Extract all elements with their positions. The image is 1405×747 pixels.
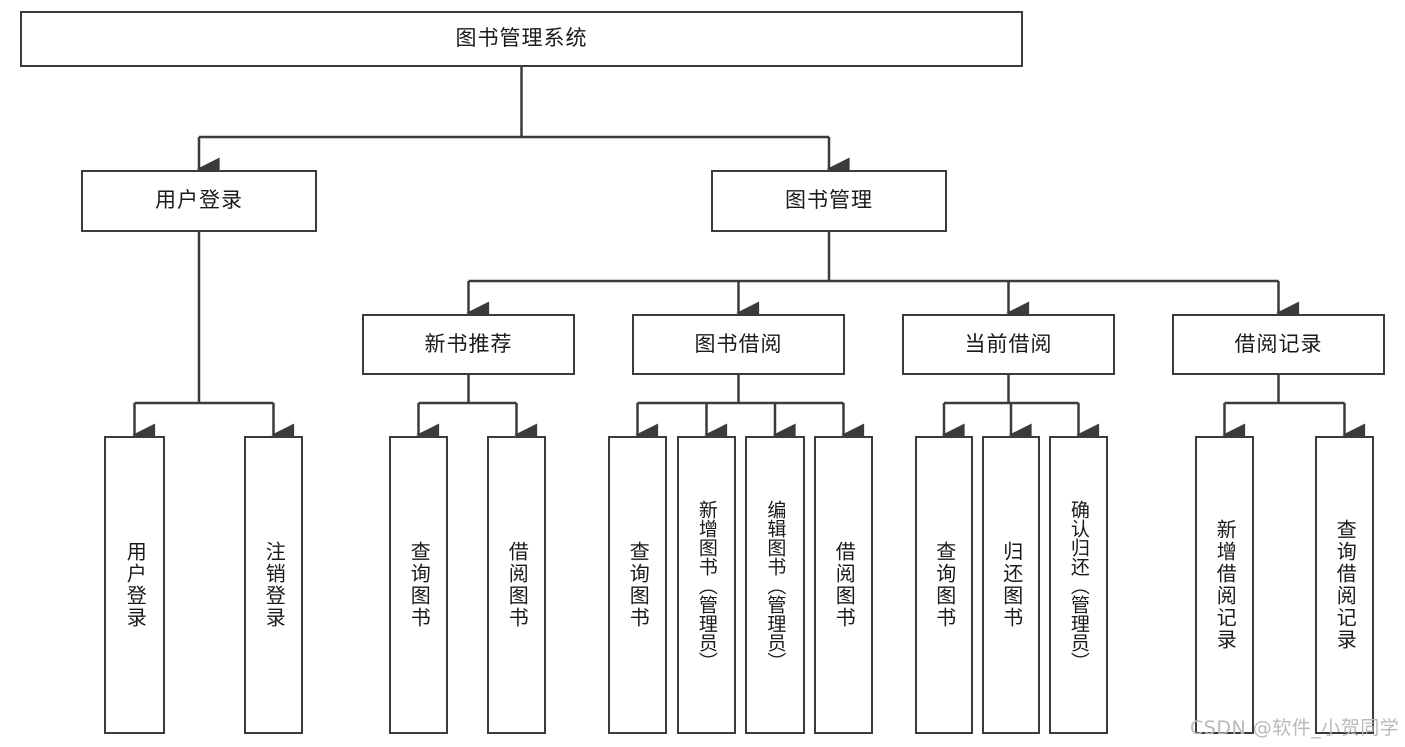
node-leaf_8[interactable]: 查询图书: [915, 436, 973, 734]
node-leaf_5[interactable]: 新增图书（管理员）: [677, 436, 736, 734]
node-l2_0[interactable]: 用户登录: [81, 170, 317, 232]
node-leaf_10[interactable]: 确认归还（管理员）: [1049, 436, 1108, 734]
node-leaf_4[interactable]: 查询图书: [608, 436, 667, 734]
node-l3_0[interactable]: 新书推荐: [362, 314, 575, 375]
node-l3_3[interactable]: 借阅记录: [1172, 314, 1385, 375]
node-leaf_12[interactable]: 查询借阅记录: [1315, 436, 1374, 734]
node-leaf_11[interactable]: 新增借阅记录: [1195, 436, 1254, 734]
node-l3_1[interactable]: 图书借阅: [632, 314, 845, 375]
node-root[interactable]: 图书管理系统: [20, 11, 1023, 67]
node-leaf_6[interactable]: 编辑图书（管理员）: [745, 436, 805, 734]
node-leaf_0[interactable]: 用户登录: [104, 436, 165, 734]
node-leaf_1[interactable]: 注销登录: [244, 436, 303, 734]
node-l2_1[interactable]: 图书管理: [711, 170, 947, 232]
node-leaf_7[interactable]: 借阅图书: [814, 436, 873, 734]
node-leaf_2[interactable]: 查询图书: [389, 436, 448, 734]
node-l3_2[interactable]: 当前借阅: [902, 314, 1115, 375]
watermark-label: CSDN @软件_小贺同学: [1190, 717, 1400, 739]
node-leaf_9[interactable]: 归还图书: [982, 436, 1040, 734]
node-leaf_3[interactable]: 借阅图书: [487, 436, 546, 734]
